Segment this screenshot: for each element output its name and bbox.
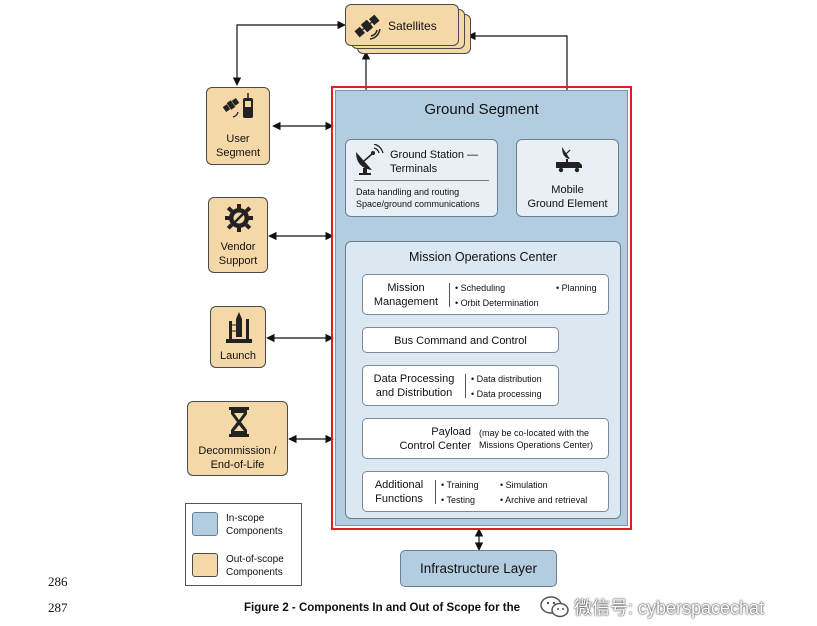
user-satellite-phone-icon [222,93,253,118]
ground-segment-title: Ground Segment [424,101,539,118]
additional-functions-box: Additional Functions • Training • Simula… [362,471,609,512]
bullet-simulation: • Simulation [500,480,548,490]
payload-control-label: Payload Control Center [399,426,471,452]
gear-wrench-icon [225,204,253,232]
legend-out-of-scope-label: Out-of-scope Components [226,554,284,578]
data-processing-label: Data Processing and Distribution [373,373,455,399]
bullet-data-distribution-text: Data distribution [476,374,542,384]
mobile-ground-box: Mobile Ground Element [516,139,619,217]
vendor-support-box: Vendor Support [208,197,268,273]
bullet-testing-text: Testing [446,495,476,505]
figure-caption: Figure 2 - Components In and Out of Scop… [244,602,520,614]
bullet-training: • Training [441,480,479,490]
bullet-planning-text: Planning [561,283,597,293]
bullet-data-processing: • Data processing [471,389,542,399]
bullet-simulation-text: Simulation [505,480,548,490]
launch-label: Launch [219,350,257,362]
bullet-archive-text: Archive and retrieval [505,495,588,505]
mission-operations-center-panel: Mission Operations Center Mission Manage… [345,241,621,519]
satellite-dish-icon [356,144,384,175]
legend-in-scope-swatch [192,512,218,536]
satellite-icon [354,14,381,40]
bullet-scheduling-text: Scheduling [460,283,506,293]
wechat-watermark: 微信号: cyberspacechat [540,594,764,620]
hourglass-icon [229,407,249,437]
user-segment-label: User Segment [215,133,261,159]
payload-control-box: Payload Control Center (may be co-locate… [362,418,609,459]
data-processing-box: Data Processing and Distribution • Data … [362,365,559,406]
decommission-box: Decommission / End-of-Life [187,401,288,476]
ground-station-divider [354,180,489,181]
decommission-label: Decommission / End-of-Life [198,445,277,471]
vendor-support-label: Vendor Support [218,241,258,267]
additional-functions-label: Additional Functions [374,479,424,505]
legend-in-scope-label: In-scope Components [226,513,283,537]
line-number-287: 287 [48,600,68,615]
mission-management-label: Mission Management [373,282,439,308]
mobile-ground-label: Mobile Ground Element [527,184,608,210]
bullet-data-processing-text: Data processing [476,389,542,399]
moc-title: Mission Operations Center [409,250,557,264]
ground-segment-scope-border [331,86,632,530]
additional-functions-divider [435,480,436,504]
mobile-ground-truck-icon [556,147,582,173]
bullet-training-text: Training [446,480,479,490]
wechat-icon [540,596,569,618]
bullet-testing: • Testing [441,495,476,505]
bullet-data-distribution: • Data distribution [471,374,542,384]
bus-command-label: Bus Command and Control [394,335,527,347]
watermark-text: 微信号: cyberspacechat [574,598,765,618]
payload-control-note: (may be co-located with the Missions Ope… [479,428,594,450]
rocket-launch-icon [226,312,252,343]
infrastructure-layer-label: Infrastructure Layer [419,561,538,576]
mission-management-divider [449,283,450,307]
mission-management-box: Mission Management • Scheduling • Planni… [362,274,609,315]
line-number-286: 286 [48,574,68,589]
user-segment-box: User Segment [206,87,270,165]
bullet-scheduling: • Scheduling [455,283,506,293]
bus-command-box: Bus Command and Control [362,327,559,353]
legend-out-of-scope-swatch [192,553,218,577]
bullet-orbit-determination-text: Orbit Determination [460,298,539,308]
satellites-box: Satellites [345,4,459,46]
ground-station-details: Data handling and routing Space/ground c… [356,187,480,209]
bullet-archive: • Archive and retrieval [500,495,588,505]
ground-station-box: Ground Station — Terminals Data handling… [345,139,498,217]
data-processing-divider [465,374,466,398]
legend: In-scope Components Out-of-scope Compone… [185,503,302,586]
ground-station-title: Ground Station — Terminals [390,149,479,175]
launch-box: Launch [210,306,266,368]
bullet-orbit-determination: • Orbit Determination [455,298,539,308]
satellites-label: Satellites [388,19,437,33]
ground-segment-panel: Ground Segment Ground Station — Terminal… [335,90,628,526]
arrow-satellites-user-segment [232,20,346,86]
bullet-planning: • Planning [556,283,597,293]
infrastructure-layer-box: Infrastructure Layer [400,550,557,587]
